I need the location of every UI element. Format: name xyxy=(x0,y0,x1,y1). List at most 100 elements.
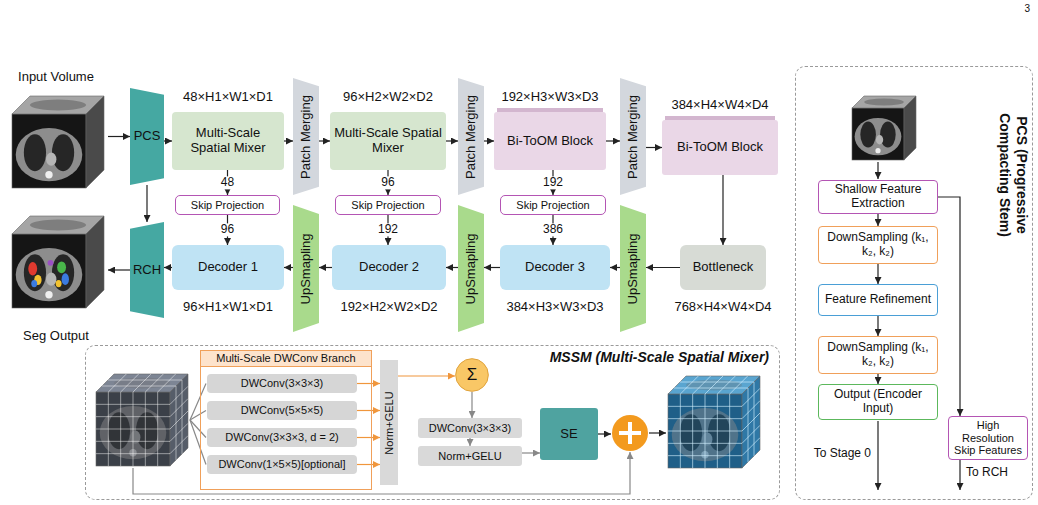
norm-box: Norm+GELU xyxy=(418,446,522,466)
sum-circle: Σ xyxy=(455,358,489,392)
flow-arrow xyxy=(357,410,380,411)
node-label: Multi-Scale Spatial Mixer xyxy=(176,126,280,156)
node-label: PCS (Progressive Compacting Stem) xyxy=(996,90,1030,260)
conv-box: DWConv(5×5×5) xyxy=(207,401,357,420)
flow-arrow xyxy=(319,267,332,268)
node-label: MSSM (Multi-Scale Spatial Mixer) xyxy=(550,349,769,365)
flow-arrow xyxy=(646,267,680,268)
decoder-box: Decoder 2 xyxy=(332,245,446,290)
flow-line xyxy=(598,433,611,434)
merge-bar: Patch Merging xyxy=(620,78,646,195)
flow-arrow xyxy=(469,438,470,446)
process-box: High Resolution Skip Features xyxy=(948,416,1028,460)
channel-label: 192 xyxy=(541,176,565,189)
node-label: Seg Output xyxy=(23,329,89,344)
channel-label: 192 xyxy=(376,223,400,236)
flow-arrow xyxy=(610,267,620,268)
flow-arrow xyxy=(446,267,458,268)
channel-label: 386 xyxy=(541,223,565,236)
flow-line xyxy=(190,420,206,438)
flow-arrow xyxy=(398,375,455,376)
detail-panel: DWConv(3×3×3) DWConv(5×5×5) DWConv(3×3×3, … xyxy=(85,345,780,500)
volume-cube xyxy=(668,376,760,468)
node-label: DWConv(3×3×3) xyxy=(429,422,512,435)
node-label: Output (Encoder Input) xyxy=(823,388,933,416)
flow-line xyxy=(649,432,666,433)
norm-bar: Norm+GELU xyxy=(380,360,398,485)
process-box: Output (Encoder Input) xyxy=(818,384,938,420)
volume-cube xyxy=(12,216,104,308)
node-label: Bi-ToOM Block xyxy=(677,140,763,155)
se-box: SE xyxy=(540,408,598,460)
node-label: Decoder 3 xyxy=(525,260,585,275)
flow-arrow xyxy=(877,264,878,284)
decoder-box: Decoder 1 xyxy=(172,245,284,290)
merge-bar: Patch Merging xyxy=(458,78,484,195)
transformer-block: Bi-ToOM Block xyxy=(494,112,606,170)
bottleneck-box: Bottleneck xyxy=(680,245,766,290)
node-label: DWConv(1×5×5)[optional] xyxy=(218,458,345,471)
flow-arrow xyxy=(357,383,380,384)
conv-box: DWConv(3×3×3) xyxy=(207,374,357,393)
output-note: To Stage 0 xyxy=(814,447,871,461)
decoder-box: Decoder 3 xyxy=(500,245,610,290)
flow-arrow xyxy=(284,267,293,268)
node-label: Bottleneck xyxy=(693,260,754,275)
node-label: Shallow Feature Extraction xyxy=(823,183,933,211)
volume-cube xyxy=(852,96,916,160)
node-label: PCS xyxy=(134,129,161,144)
node-label: RCH xyxy=(133,263,161,278)
flow-line xyxy=(190,420,206,465)
skip-box: Skip Projection xyxy=(500,195,606,215)
flow-line xyxy=(190,384,206,421)
upsample-bar: UpSmapling xyxy=(458,205,484,332)
flow-arrow xyxy=(722,175,723,245)
node-label: Norm+GELU xyxy=(383,391,396,454)
output-note: To RCH xyxy=(966,466,1008,480)
flow-arrow xyxy=(877,374,878,384)
flow-arrow xyxy=(164,140,172,141)
node-label: Patch Merging xyxy=(626,95,641,179)
flow-line xyxy=(190,411,206,421)
flow-line xyxy=(877,162,878,179)
volume-cube xyxy=(96,374,188,466)
flow-arrow xyxy=(319,140,330,141)
dimension-label: 96×H2×W2×D2 xyxy=(343,90,433,105)
flow-arrow xyxy=(877,316,878,336)
conv-box: DWConv(1×5×5)[optional] xyxy=(207,455,357,474)
merge-bar: Patch Merging xyxy=(293,78,319,195)
flow-arrow xyxy=(938,197,960,416)
volume-cube xyxy=(12,96,104,188)
dimension-label: 192×H2×W2×D2 xyxy=(340,300,437,315)
flow-arrow xyxy=(471,392,472,418)
node-label: Norm+GELU xyxy=(438,450,501,463)
node-label: DWConv(3×3×3, d = 2) xyxy=(225,431,338,444)
branch-group: DWConv(3×3×3) DWConv(5×5×5) DWConv(3×3×3, … xyxy=(200,350,372,490)
node-label: DownSampling (k₁, k₂, k₂) xyxy=(823,231,933,259)
process-box: Feature Refinement xyxy=(818,284,938,316)
flow-arrow xyxy=(484,267,500,268)
process-box: DownSampling (k₁, k₂, k₂) xyxy=(818,336,938,374)
flow-line xyxy=(877,421,878,490)
skip-box: Skip Projection xyxy=(335,195,441,215)
node-label: Bi-ToOM Block xyxy=(507,134,593,149)
node-label: DWConv(5×5×5) xyxy=(241,404,324,417)
node-label: High Resolution Skip Features xyxy=(953,419,1023,457)
mixer-block: Multi-Scale Spatial Mixer xyxy=(172,112,284,170)
dimension-label: 384×H4×W4×D4 xyxy=(671,98,768,113)
flow-arrow xyxy=(446,140,458,141)
node-label: Input Volume xyxy=(18,70,94,85)
flow-arrow xyxy=(646,147,662,148)
node-label: Multi-Scale Spatial Mixer xyxy=(334,126,442,156)
flow-arrow xyxy=(284,140,293,141)
flow-arrow xyxy=(164,267,172,268)
channel-label: 48 xyxy=(219,176,236,189)
node-label: Skip Projection xyxy=(516,199,589,212)
node-label: Feature Refinement xyxy=(825,293,931,307)
channel-label: 96 xyxy=(379,176,396,189)
dimension-label: 384×H3×W3×D3 xyxy=(506,300,603,315)
flow-arrow xyxy=(484,140,494,141)
detail-panel: Shallow Feature ExtractionDownSampling (… xyxy=(795,66,1033,500)
flow-arrow xyxy=(108,269,130,270)
head-block: RCH xyxy=(130,222,164,318)
